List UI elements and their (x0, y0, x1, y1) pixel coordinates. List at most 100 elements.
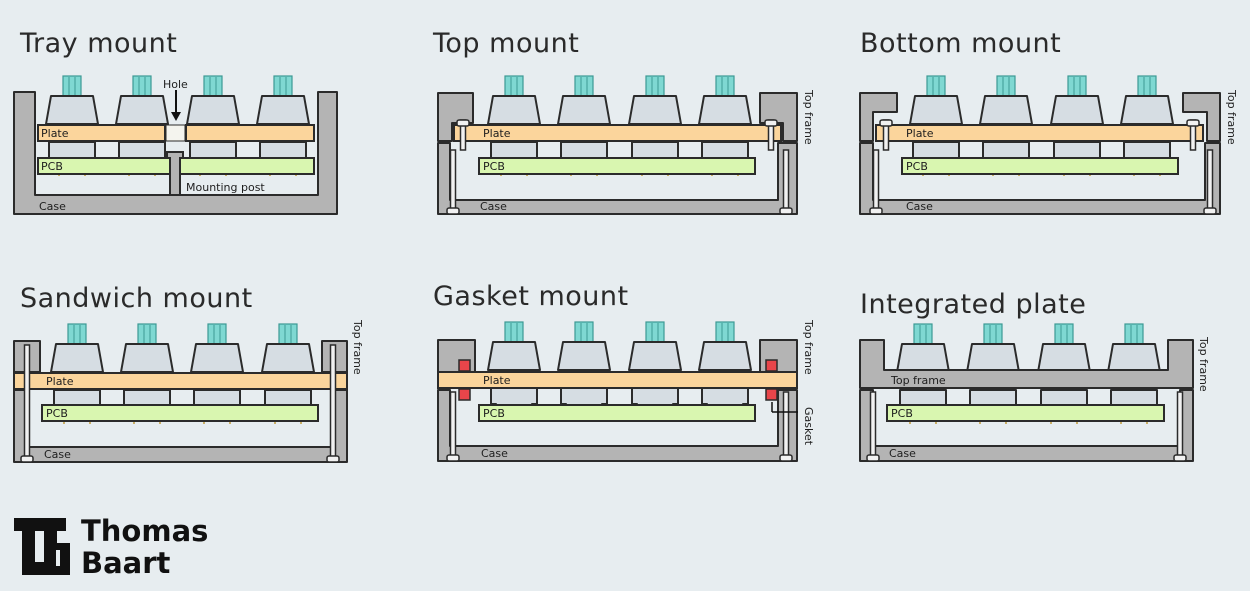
switch-stem (504, 75, 524, 97)
screw (879, 119, 893, 151)
switch-housing-bottom (631, 387, 679, 407)
plate (875, 124, 1204, 142)
switch-stem (715, 321, 735, 343)
key-switch (698, 321, 752, 422)
switch-housing-top (487, 95, 541, 125)
key-switch (698, 75, 752, 176)
switch-stem (1054, 323, 1074, 345)
key-switch (50, 323, 104, 424)
screw (779, 149, 793, 215)
top-frame-label: Top frame (351, 319, 364, 375)
switch-stem (913, 323, 933, 345)
top-frame (1182, 92, 1221, 142)
switch-housing-top (966, 343, 1020, 373)
switch-housing-top (190, 343, 244, 373)
panel-title: Gasket mount (433, 281, 629, 312)
key-switch (966, 323, 1020, 424)
hole-label: Hole (163, 78, 188, 91)
case-label: Case (889, 447, 916, 460)
top-frame-label: Top frame (802, 89, 815, 145)
panel-sandwich-mount: Sandwich mount Plate PCB Case Top frame (13, 283, 364, 463)
brand-name-line2: Baart (81, 546, 171, 580)
panel-title: Sandwich mount (20, 283, 253, 314)
switch-housing-top (1120, 95, 1174, 125)
top-frame (859, 92, 898, 142)
panel-gasket-mount: Gasket mount Plate PCB Case Top frame Ga… (433, 281, 815, 462)
screw (1173, 391, 1187, 462)
plate-label: Plate (46, 375, 74, 388)
switch-stem (574, 75, 594, 97)
screw-head (779, 454, 793, 462)
switch-stem (926, 75, 946, 97)
plate (437, 371, 798, 389)
switch-housing-bottom (490, 387, 538, 407)
pcb-label: PCB (41, 160, 63, 173)
top-frame-label: Top frame (1197, 336, 1210, 392)
panel-top-mount: Top mount Plate PCB Case Top frame (432, 28, 815, 215)
screw (1203, 149, 1217, 215)
switch-stem (996, 75, 1016, 97)
switch-stem (132, 75, 152, 97)
switch-housing-top (1050, 95, 1104, 125)
key-switch (979, 75, 1033, 176)
switch-stem (1137, 75, 1157, 97)
switch-stem (715, 75, 735, 97)
mounting-post-label: Mounting post (186, 181, 265, 194)
switch-stem (504, 321, 524, 343)
switch-stem (67, 323, 87, 345)
switch-housing-top (256, 95, 310, 125)
switch-row (50, 323, 315, 424)
screw-head (879, 119, 893, 127)
key-switch (487, 321, 541, 422)
plate (185, 124, 315, 142)
switch-housing-top (557, 341, 611, 371)
case-label: Case (44, 448, 71, 461)
screw (866, 391, 880, 462)
key-switch (186, 75, 240, 176)
panel-title: Bottom mount (860, 28, 1061, 59)
mounting-post (166, 151, 184, 196)
panel-integrated-plate: Integrated plate Top frame PCB Case Top … (859, 289, 1210, 462)
panel-bottom-mount: Bottom mount Plate PCB Case Top frame (859, 28, 1238, 215)
switch-housing-top (115, 95, 169, 125)
key-switch (628, 321, 682, 422)
switch-stem (645, 321, 665, 343)
switch-housing-top (487, 341, 541, 371)
switch-housing-top (186, 95, 240, 125)
switch-stem (207, 323, 227, 345)
brand-logo: Thomas Baart (14, 514, 208, 580)
switch-stem (273, 75, 293, 97)
case (13, 91, 338, 215)
switch-stem (574, 321, 594, 343)
gasket-label: Gasket (802, 407, 815, 446)
pcb (41, 404, 319, 422)
screw (1186, 119, 1200, 151)
switch-housing-top (50, 343, 104, 373)
screw-head (446, 207, 460, 215)
pcb-label: PCB (483, 160, 505, 173)
screw-head (764, 119, 778, 127)
switch-stem (1067, 75, 1087, 97)
screw-head (456, 119, 470, 127)
pcb-label: PCB (906, 160, 928, 173)
switch-stem (137, 323, 157, 345)
plate (37, 124, 166, 142)
pcb-label: PCB (46, 407, 68, 420)
switch-housing-top (45, 95, 99, 125)
logo-mark-icon (14, 518, 70, 575)
plate-hole (165, 124, 186, 142)
switch-housing-top (628, 95, 682, 125)
switch-housing-top (557, 95, 611, 125)
screw-head (1173, 454, 1187, 462)
screw-head (779, 207, 793, 215)
plate (13, 372, 348, 390)
case-label: Case (480, 200, 507, 213)
screw (869, 149, 883, 215)
gasket (765, 359, 778, 372)
screw-head (20, 455, 34, 463)
pcb-label: PCB (891, 407, 913, 420)
switch-housing-top (261, 343, 315, 373)
plate-label: Plate (483, 374, 511, 387)
top-frame (759, 92, 798, 142)
